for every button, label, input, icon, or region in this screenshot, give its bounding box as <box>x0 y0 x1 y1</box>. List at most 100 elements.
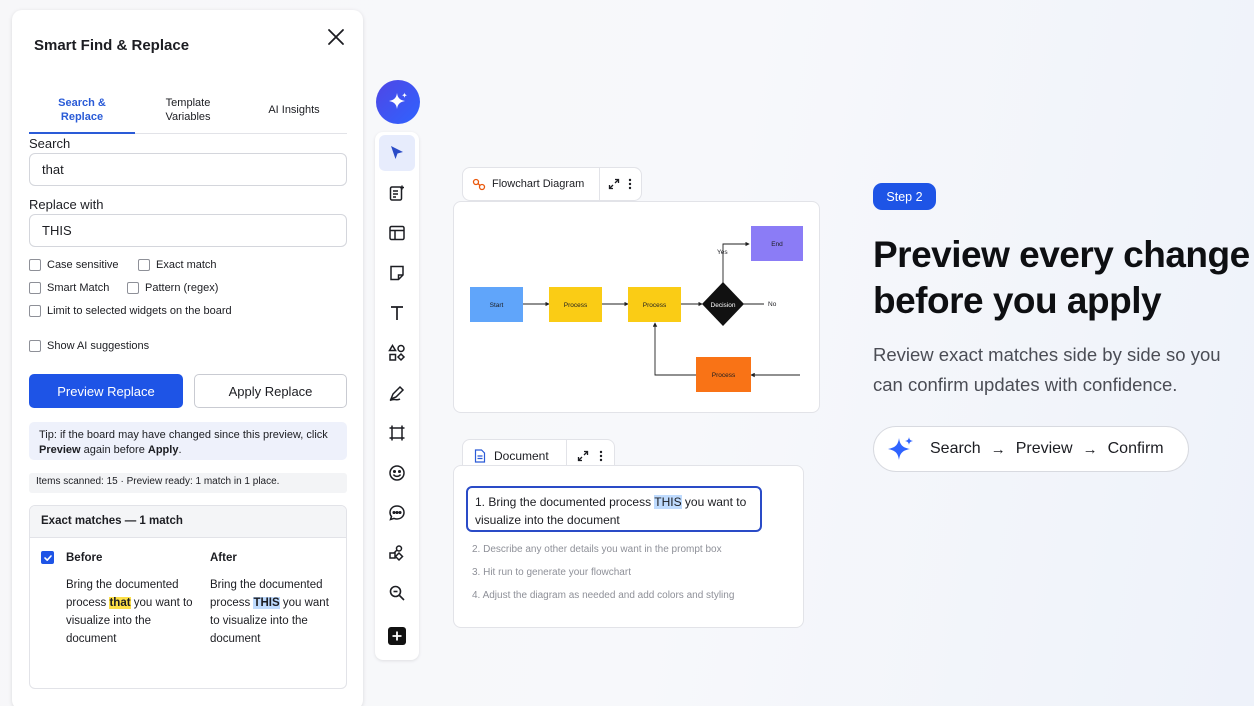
shapes-icon <box>388 344 406 362</box>
frame-tool[interactable] <box>379 415 415 451</box>
limit-checkbox[interactable] <box>29 305 41 317</box>
diagram-icon <box>389 545 404 562</box>
flowchart-tab-label: Flowchart Diagram <box>492 178 585 190</box>
diagram-tool[interactable] <box>379 535 415 571</box>
node-process-1-label: Process <box>564 302 588 309</box>
node-end-label: End <box>771 241 783 248</box>
select-tool[interactable] <box>379 135 415 171</box>
match-checkbox[interactable] <box>41 551 54 564</box>
shapes-tool[interactable] <box>379 335 415 371</box>
smart-match-option[interactable]: Smart Match <box>29 282 109 294</box>
board-toolbar <box>375 132 419 660</box>
tip-preview-word: Preview <box>39 444 81 456</box>
after-post: you want to visualize into the document <box>210 597 329 645</box>
table-tool[interactable] <box>379 215 415 251</box>
edge-label-yes: Yes <box>717 249 728 256</box>
flowchart-node-process-1: Process <box>549 287 602 322</box>
document-tab-label: Document <box>494 449 549 463</box>
replace-input[interactable] <box>29 214 347 247</box>
selected-list-item[interactable]: 1. Bring the documented process THIS you… <box>466 486 762 532</box>
pattern-option[interactable]: Pattern (regex) <box>127 282 218 294</box>
preview-replace-button[interactable]: Preview Replace <box>29 374 183 408</box>
emoji-icon <box>389 465 405 481</box>
before-highlight: that <box>109 597 131 609</box>
pattern-checkbox[interactable] <box>127 282 139 294</box>
more-icon[interactable] <box>599 450 603 462</box>
after-text: Bring the documented process THIS you wa… <box>210 576 338 648</box>
before-pre: Bring the documented process <box>66 579 179 609</box>
tab-search-replace[interactable]: Search & Replace <box>29 86 135 134</box>
tip-apply-word: Apply <box>147 444 179 456</box>
smart-match-checkbox[interactable] <box>29 282 41 294</box>
tab-label: AI Insights <box>268 103 320 116</box>
option-label: Smart Match <box>47 282 110 294</box>
more-icon[interactable] <box>628 178 632 190</box>
comment-icon <box>389 505 405 521</box>
before-text: Bring the documented process that you wa… <box>66 576 194 648</box>
divider <box>599 167 600 201</box>
flowchart-node-decision: Decision <box>702 282 744 326</box>
ai-suggestions-checkbox[interactable] <box>29 340 41 352</box>
tab-ai-insights[interactable]: AI Insights <box>241 86 347 133</box>
arrow-right-icon: → <box>990 440 1006 458</box>
add-tool[interactable] <box>379 618 415 654</box>
frame-icon <box>389 425 405 441</box>
sparkle-icon <box>888 437 913 460</box>
text-icon <box>391 306 403 320</box>
close-button[interactable] <box>326 27 346 47</box>
text-tool[interactable] <box>379 295 415 331</box>
node-process-3-label: Process <box>712 372 736 379</box>
ai-suggestions-option[interactable]: Show AI suggestions <box>29 340 149 352</box>
search-input[interactable] <box>29 153 347 186</box>
pen-tool[interactable] <box>379 375 415 411</box>
exact-match-option[interactable]: Exact match <box>138 259 217 271</box>
flowchart-card[interactable]: Start Process Process Decision End Proce… <box>453 201 820 413</box>
document-card[interactable]: 1. Bring the documented process THIS you… <box>453 465 804 628</box>
exact-match-checkbox[interactable] <box>138 259 150 271</box>
limit-option[interactable]: Limit to selected widgets on the board <box>29 305 232 317</box>
tip-prefix: Tip: if the board may have changed since… <box>39 429 328 441</box>
document-icon <box>474 449 486 463</box>
zoom-search-icon <box>389 585 405 601</box>
tip-box: Tip: if the board may have changed since… <box>29 422 347 460</box>
case-sensitive-option[interactable]: Case sensitive <box>29 259 119 271</box>
node-process-2-label: Process <box>643 302 667 309</box>
replace-label: Replace with <box>29 197 104 212</box>
checkmark-icon <box>43 554 52 561</box>
doc-add-tool[interactable] <box>379 175 415 211</box>
expand-icon[interactable] <box>608 178 620 190</box>
flowchart-tab[interactable]: Flowchart Diagram <box>462 167 642 201</box>
doc-add-icon <box>389 185 404 201</box>
apply-replace-button[interactable]: Apply Replace <box>194 374 347 408</box>
option-label: Pattern (regex) <box>145 282 219 294</box>
option-label: Show AI suggestions <box>47 340 150 352</box>
flow-step-search: Search <box>930 440 981 457</box>
case-sensitive-checkbox[interactable] <box>29 259 41 271</box>
matches-box: Exact matches — 1 match Before After Bri… <box>29 505 347 689</box>
add-icon <box>388 627 406 645</box>
divider <box>566 439 567 473</box>
flowchart-node-start: Start <box>470 287 523 322</box>
after-heading: After <box>210 552 237 564</box>
list-item: 4. Adjust the diagram as needed and add … <box>472 590 735 601</box>
edge-label-no: No <box>768 301 777 308</box>
option-label: Exact match <box>156 259 217 271</box>
tab-template-variables[interactable]: Template Variables <box>135 86 241 133</box>
tab-label: Template Variables <box>165 96 211 123</box>
select-icon <box>391 146 403 159</box>
before-post: you want to visualize into the document <box>66 597 193 645</box>
sticky-note-tool[interactable] <box>379 255 415 291</box>
comment-tool[interactable] <box>379 495 415 531</box>
close-icon <box>328 29 344 45</box>
option-label: Case sensitive <box>47 259 119 271</box>
node-decision-label: Decision <box>711 302 736 309</box>
ai-assistant-button[interactable] <box>376 80 420 124</box>
expand-icon[interactable] <box>577 450 589 462</box>
panel-tabs: Search & Replace Template Variables AI I… <box>29 86 347 134</box>
emoji-tool[interactable] <box>379 455 415 491</box>
matches-header: Exact matches — 1 match <box>30 506 346 538</box>
item-1-highlight: THIS <box>654 495 682 509</box>
item-1-post: you want to visualize into the document <box>475 495 747 527</box>
sticky-note-icon <box>390 265 404 281</box>
zoom-search-tool[interactable] <box>379 575 415 611</box>
